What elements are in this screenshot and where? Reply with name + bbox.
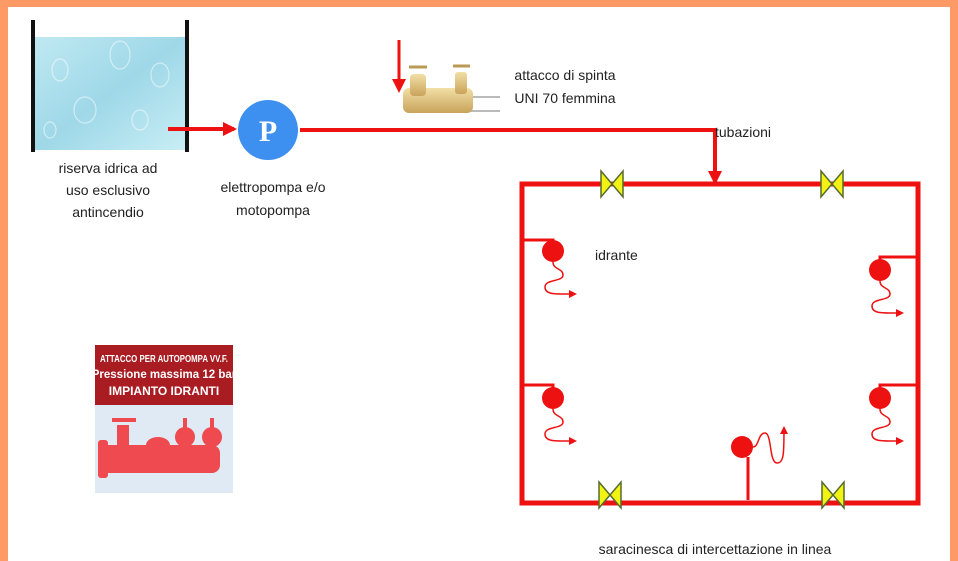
push-connection-fitting-icon [403,64,500,113]
pump-label-line-1: elettropompa e/o [220,179,325,195]
hydrant-icon [522,238,577,299]
gate-valve-icon [820,170,844,198]
hydrant-icon [731,426,788,500]
sign-line-1: ATTACCO PER AUTOPOMPA VV.F. [100,353,228,365]
valve-label: saracinesca di intercettazione in linea [599,541,832,557]
ring-main-pipe [519,181,921,506]
pump-icon [238,100,298,160]
sign-line-3: IMPIANTO IDRANTI [109,384,219,398]
push-connection-label-line-1: attacco di spinta [514,67,615,83]
pump-label-line-2: motopompa [236,202,310,218]
pump-symbol: P [259,115,277,148]
push-connection-label-line-2: UNI 70 femmina [514,90,615,106]
main-pipe [300,128,722,185]
hydrant-label: idrante [595,247,638,263]
tank-label-line-2: uso esclusivo [66,182,150,198]
sign-plate [95,345,233,405]
hydrant-icon [869,255,918,318]
hydrant-icon [522,383,577,446]
connection-fitting-icon [98,418,222,478]
pipes-label: tubazioni [715,124,771,140]
sign-line-2: Pressione massima 12 bar [92,369,237,381]
gate-valve-icon [600,170,624,198]
hydrant-icon [869,383,918,446]
water-reserve-tank [31,20,189,152]
fire-brigade-connection-photo: ATTACCO PER AUTOPOMPA VV.F. Pressione ma… [92,345,237,493]
tank-label-line-1: riserva idrica ad [59,160,158,176]
tank-label-line-3: antincendio [72,204,144,220]
